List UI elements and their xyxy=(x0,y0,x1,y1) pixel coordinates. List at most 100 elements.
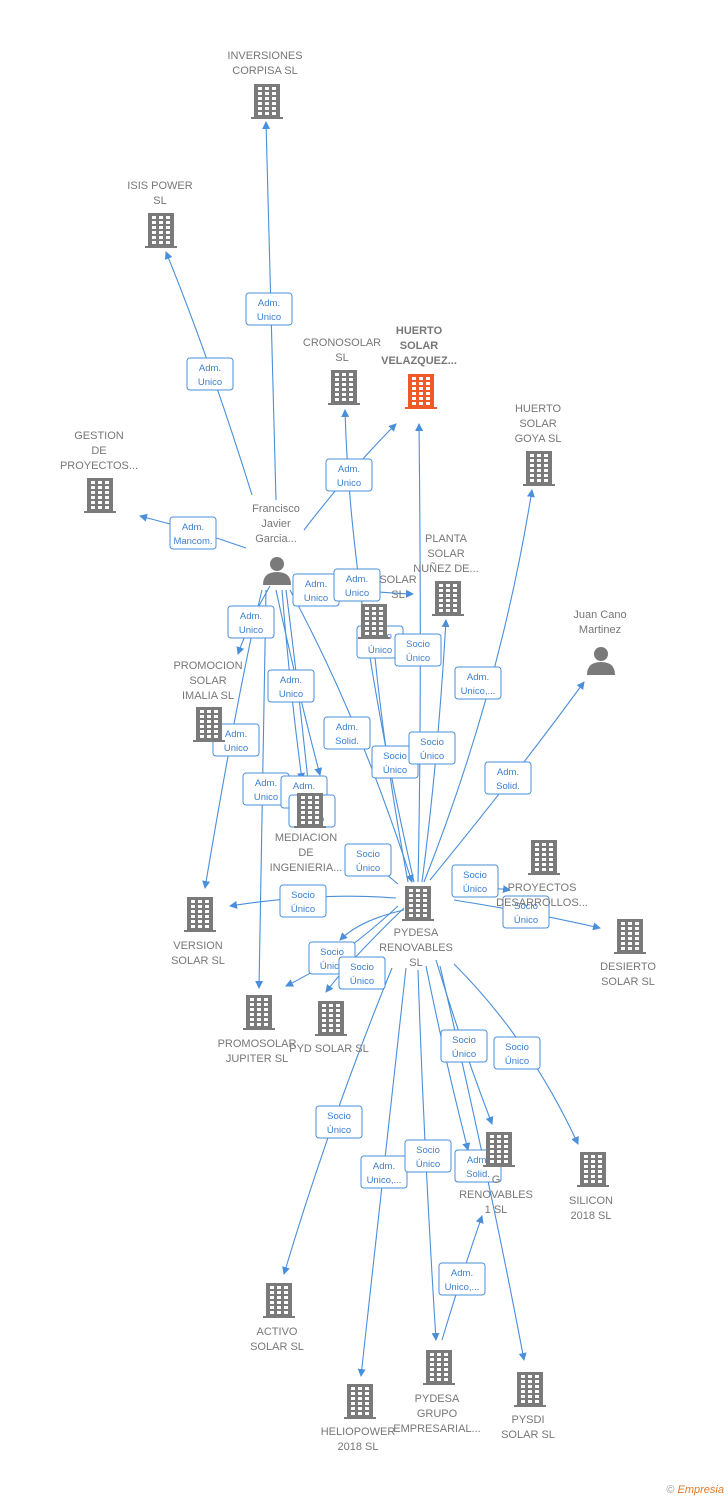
node-label: PROMOSOLAR xyxy=(218,1038,297,1050)
building-window xyxy=(258,112,262,115)
building-icon xyxy=(145,213,177,248)
building-window xyxy=(335,388,339,391)
edge-label-text: Unico xyxy=(337,478,361,489)
building-window xyxy=(423,899,427,902)
edge-label-box[interactable]: Adm.Unico xyxy=(333,568,381,602)
edge-label-text: Único xyxy=(368,645,392,656)
building-window xyxy=(159,226,163,229)
node-label: SOLAR xyxy=(379,574,416,586)
node-francisco[interactable]: FranciscoJavierGarcia... xyxy=(252,503,300,585)
footer-brand[interactable]: © Empresia xyxy=(666,1484,724,1496)
building-window xyxy=(535,1380,539,1383)
edge-label-box[interactable]: Adm.Unico,... xyxy=(438,1262,486,1296)
edge-label-text: Único xyxy=(514,915,538,926)
edge-label-text: Adm. xyxy=(305,579,327,590)
node-label: SOLAR SL xyxy=(501,1429,555,1441)
building-window xyxy=(205,920,209,923)
building-window xyxy=(453,604,457,607)
edge-label-box[interactable]: Adm.Unico,... xyxy=(360,1155,408,1189)
building-window xyxy=(635,947,639,950)
building-base xyxy=(328,403,360,405)
building-window xyxy=(530,474,534,477)
building-window xyxy=(91,491,95,494)
building-window xyxy=(412,377,416,380)
edge-label-box[interactable]: Adm.Unico,... xyxy=(454,666,502,700)
node-proyectos[interactable]: PROYECTOSDESARROLLOS... xyxy=(496,840,588,909)
node-pyd[interactable]: PYD SOLAR SL xyxy=(289,1001,369,1055)
building-window xyxy=(497,1160,501,1163)
building-window xyxy=(335,393,339,396)
edge-label-box[interactable]: Adm.Unico xyxy=(267,669,315,703)
building-window xyxy=(419,382,423,385)
edge-label-box[interactable]: Adm.Unico xyxy=(292,573,340,607)
building-window xyxy=(379,627,383,630)
node-pydesa-grupo[interactable]: PYDESAGRUPOEMPRESARIAL... xyxy=(393,1350,481,1435)
node-huerto-velazquez[interactable]: HUERTOSOLARVELAZQUEZ... xyxy=(381,325,457,409)
building-window xyxy=(535,863,539,866)
node-label: SOLAR xyxy=(427,548,464,560)
edge-label-frame xyxy=(438,1262,486,1296)
node-label: CORPISA SL xyxy=(232,65,297,77)
node-gestion[interactable]: GESTIONDEPROYECTOS... xyxy=(60,430,138,513)
building-base xyxy=(614,952,646,954)
node-mediacion[interactable]: MEDIACIONDEINGENIERIA... xyxy=(270,793,343,874)
node-label: DE xyxy=(298,847,313,859)
building-window xyxy=(419,397,423,400)
edge-label-box[interactable]: Adm.Mancom. xyxy=(169,516,217,550)
edge-label-box[interactable]: Adm.Unico xyxy=(227,605,275,639)
edge-label-box[interactable]: Adm.Solid. xyxy=(323,716,371,750)
edge-label-box[interactable]: Adm.Unico xyxy=(212,723,260,757)
building-window xyxy=(301,811,305,814)
edge-label-box[interactable]: Adm.Unico xyxy=(186,357,234,391)
building-window xyxy=(335,378,339,381)
edge-label-box[interactable]: Adm.Unico xyxy=(325,458,373,492)
building-window xyxy=(191,920,195,923)
building-window xyxy=(591,1175,595,1178)
building-window xyxy=(419,377,423,380)
building-window xyxy=(542,858,546,861)
building-window xyxy=(535,1395,539,1398)
building-window xyxy=(152,216,156,219)
building-window xyxy=(528,1400,532,1403)
building-window xyxy=(497,1155,501,1158)
building-window xyxy=(542,868,546,871)
building-window xyxy=(598,1155,602,1158)
edge-label-box[interactable]: Adm.Solid. xyxy=(484,761,532,795)
building-window xyxy=(453,594,457,597)
edge-label-box[interactable]: Adm.Unico xyxy=(245,292,293,326)
node-label: 2018 SL xyxy=(338,1441,379,1453)
building-window xyxy=(549,853,553,856)
edge-label-text: Socio xyxy=(383,751,407,762)
edge-label-text: Unico xyxy=(257,312,281,323)
building-icon xyxy=(193,707,225,742)
